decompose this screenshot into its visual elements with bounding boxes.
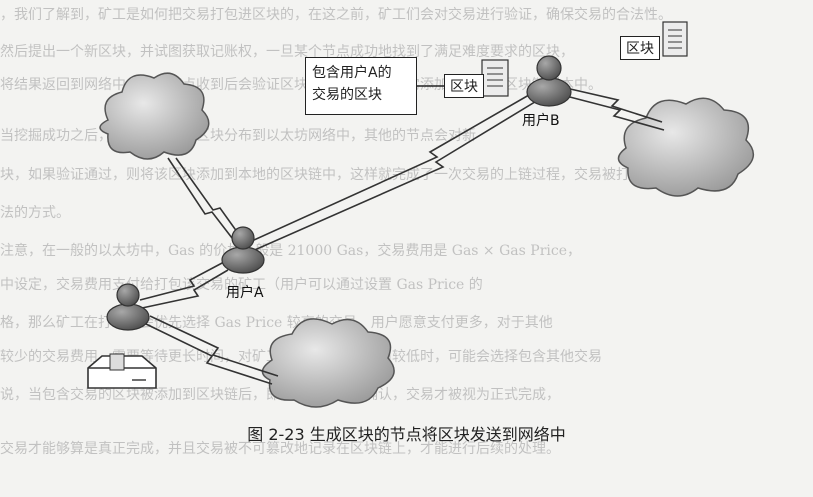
network-link-user-to-cloud-bottom (145, 315, 279, 385)
cloud-right (617, 97, 755, 197)
bg-line: 法的方式。 (0, 205, 70, 221)
network-link-a-to-cloud-left (167, 157, 241, 239)
block-label-center: 区块 (444, 74, 484, 98)
network-link-b-to-user-a (242, 83, 549, 253)
callout-line-2: 交易的区块 (312, 87, 382, 103)
user-a-label: 用户A (226, 285, 264, 301)
user-node (106, 283, 150, 331)
user-a-node (221, 226, 265, 274)
block-document-icon (481, 59, 509, 97)
block-label-top: 区块 (620, 36, 660, 60)
bg-line: 注意，在一般的以太坊中，Gas 的价格一般是 21000 Gas，交易费用是 G… (0, 243, 581, 259)
bg-line: 然后提出一个新区块，并试图获取记账权，一旦某个节点成功地找到了满足难度要求的区块… (0, 44, 574, 60)
server-icon (87, 353, 157, 389)
bg-line: 交易才能够算是真正完成，并且交易被不可篡改地记录在区块链上，才能进行后续的处理。 (0, 441, 560, 457)
user-b-label: 用户B (522, 113, 560, 129)
user-b-node (526, 55, 572, 107)
bg-line: 块，如果验证通过，则将该区块添加到本地的区块链中，这样就完成了一次交易的上链过程… (0, 167, 644, 183)
callout-box: 包含用户A的 交易的区块 (305, 57, 417, 115)
callout-line-1: 包含用户A的 (312, 65, 392, 81)
cloud-top-left (99, 72, 210, 160)
cloud-bottom (261, 318, 395, 408)
network-link-a-to-user (139, 261, 229, 309)
figure-caption: 图 2-23 生成区块的节点将区块发送到网络中 (247, 425, 566, 444)
network-link-b-to-cloud-right (565, 87, 665, 131)
block-document-icon (662, 21, 688, 57)
bg-line: ，我们了解到，矿工是如何把交易打包进区块的，在这之前，矿工们会对交易进行验证，确… (0, 7, 672, 23)
